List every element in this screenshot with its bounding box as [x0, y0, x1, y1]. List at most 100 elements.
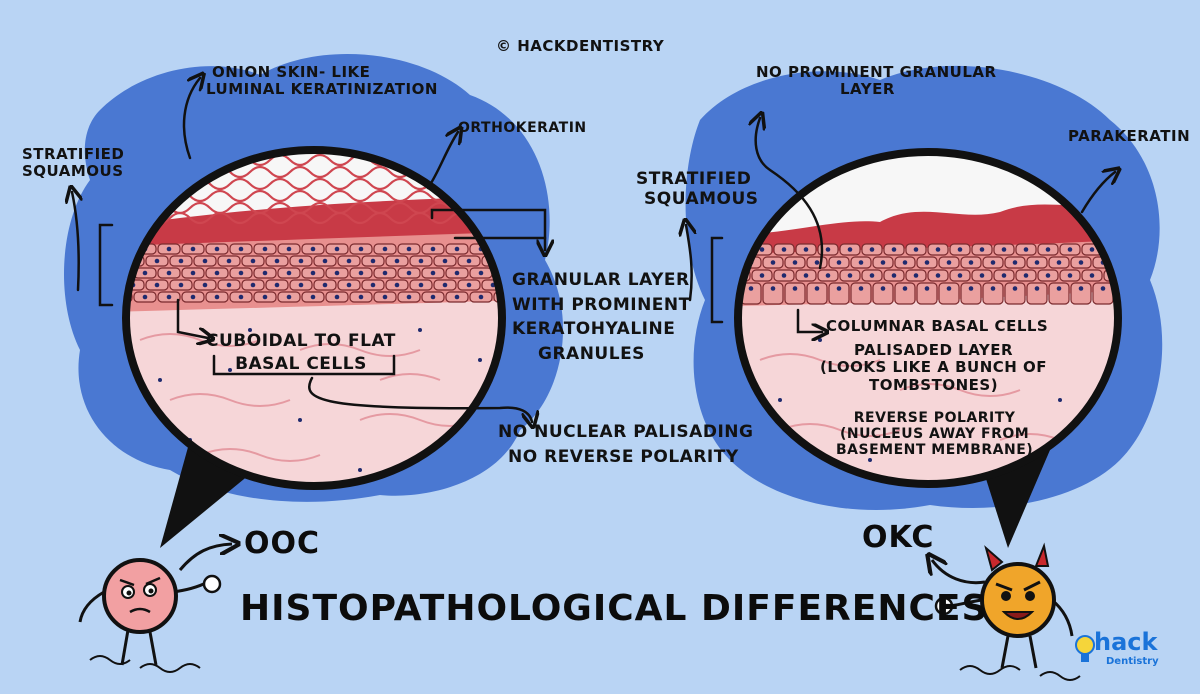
- epithelial-cell: [1092, 282, 1114, 305]
- cell-nucleus: [310, 270, 316, 276]
- label-line: WITH PROMINENT: [512, 294, 691, 315]
- ooc-circle-outline: [122, 146, 506, 490]
- cell-nucleus: [968, 286, 974, 291]
- cell-nucleus: [358, 270, 364, 276]
- epithelial-cell: [1026, 282, 1048, 305]
- cell-nucleus: [142, 294, 148, 300]
- cell-nucleus: [869, 247, 875, 252]
- cell-nucleus: [1089, 247, 1095, 252]
- cell-nucleus: [478, 294, 484, 300]
- ooc-tissue: [126, 150, 502, 486]
- cell-nucleus: [946, 260, 952, 265]
- cell-nucleus: [190, 270, 196, 276]
- cell-nucleus: [430, 246, 436, 252]
- cell-nucleus: [803, 273, 809, 278]
- cell-nucleus: [1034, 260, 1040, 265]
- cell-nucleus: [1023, 273, 1029, 278]
- cell-nucleus: [880, 260, 886, 265]
- okc-annotation-arrows: [686, 118, 1115, 332]
- cell-nucleus: [1023, 247, 1029, 252]
- label-line: BASAL CELLS: [235, 353, 367, 374]
- cell-nucleus: [1045, 273, 1051, 278]
- ooc-annotation-arrows: [72, 78, 545, 422]
- cell-nucleus: [286, 294, 292, 300]
- label-line: TOMBSTONES): [868, 375, 999, 394]
- okc-granular-label: NO PROMINENT GRANULAR LAYER: [756, 63, 997, 99]
- cell-nucleus: [1001, 247, 1007, 252]
- cell-nucleus: [262, 246, 268, 252]
- label-line: (LOOKS LIKE A BUNCH OF: [820, 358, 1048, 377]
- cell-nucleus: [358, 246, 364, 252]
- cell-nucleus: [880, 286, 886, 291]
- cell-nucleus: [322, 282, 328, 288]
- label-line: NO PROMINENT GRANULAR: [756, 63, 997, 81]
- cell-nucleus: [891, 247, 897, 252]
- cell-nucleus: [770, 286, 776, 291]
- cell-nucleus: [770, 260, 776, 265]
- cell-nucleus: [825, 273, 831, 278]
- cell-nucleus: [924, 286, 930, 291]
- cell-nucleus: [334, 246, 340, 252]
- cell-nucleus: [442, 258, 448, 264]
- label-line: KERATOHYALINE: [512, 319, 676, 340]
- epithelial-cell: [762, 282, 784, 305]
- ooc-orthokeratin-label: ORTHOKERATIN: [458, 120, 587, 136]
- cell-nucleus: [979, 247, 985, 252]
- ooc-nuclear-label: NO NUCLEAR PALISADING NO REVERSE POLARIT…: [498, 420, 753, 469]
- label-line: LAYER: [840, 80, 895, 99]
- cell-nucleus: [382, 294, 388, 300]
- cell-nucleus: [190, 294, 196, 300]
- label-line: BASEMENT MEMBRANE): [836, 442, 1034, 459]
- cell-nucleus: [166, 246, 172, 252]
- cell-nucleus: [803, 247, 809, 252]
- cell-nucleus: [418, 282, 424, 288]
- cell-nucleus: [836, 260, 842, 265]
- cell-nucleus: [454, 270, 460, 276]
- epithelial-cell: [828, 282, 850, 305]
- cell-nucleus: [154, 282, 160, 288]
- copyright-text: © HACKDENTISTRY: [496, 37, 665, 55]
- cell-nucleus: [1078, 260, 1084, 265]
- cell-nucleus: [238, 294, 244, 300]
- label-line: SQUAMOUS: [644, 188, 759, 209]
- cell-nucleus: [406, 270, 412, 276]
- label-line: NO REVERSE POLARITY: [508, 446, 739, 467]
- label-line: GRANULAR LAYER: [512, 270, 690, 290]
- cell-nucleus: [178, 282, 184, 288]
- cell-nucleus: [154, 258, 160, 264]
- cell-nucleus: [1012, 286, 1018, 291]
- epithelial-cell: [938, 282, 960, 305]
- cell-nucleus: [214, 294, 220, 300]
- cell-nucleus: [346, 282, 352, 288]
- cell-nucleus: [322, 258, 328, 264]
- cell-nucleus: [358, 294, 364, 300]
- okc-polarity-label: REVERSE POLARITY (NUCLEUS AWAY FROM BASE…: [836, 410, 1033, 458]
- cell-nucleus: [935, 273, 941, 278]
- cell-nucleus: [142, 270, 148, 276]
- cell-nucleus: [814, 260, 820, 265]
- cell-nucleus: [262, 270, 268, 276]
- cell-nucleus: [394, 282, 400, 288]
- cell-nucleus: [370, 258, 376, 264]
- cell-nucleus: [286, 270, 292, 276]
- label-line: CUBOIDAL TO FLAT: [206, 331, 396, 351]
- okc-columnar-label: COLUMNAR BASAL CELLS: [826, 317, 1049, 335]
- cell-nucleus: [454, 246, 460, 252]
- cell-nucleus: [759, 273, 765, 278]
- cell-nucleus: [274, 282, 280, 288]
- label-line: SQUAMOUS: [22, 162, 124, 181]
- cell-nucleus: [891, 273, 897, 278]
- cell-nucleus: [847, 247, 853, 252]
- okc-character: [932, 542, 1081, 681]
- cell-nucleus: [957, 273, 963, 278]
- epithelial-cell: [960, 282, 982, 305]
- cell-nucleus: [946, 286, 952, 291]
- cell-nucleus: [1067, 247, 1073, 252]
- cell-nucleus: [858, 286, 864, 291]
- epithelial-cell: [850, 282, 872, 305]
- okc-circle-outline: [734, 148, 1122, 488]
- hackdentistry-logo: hack Dentistry: [1072, 628, 1160, 674]
- label-line: STRATIFIED: [22, 145, 125, 163]
- cell-nucleus: [1001, 273, 1007, 278]
